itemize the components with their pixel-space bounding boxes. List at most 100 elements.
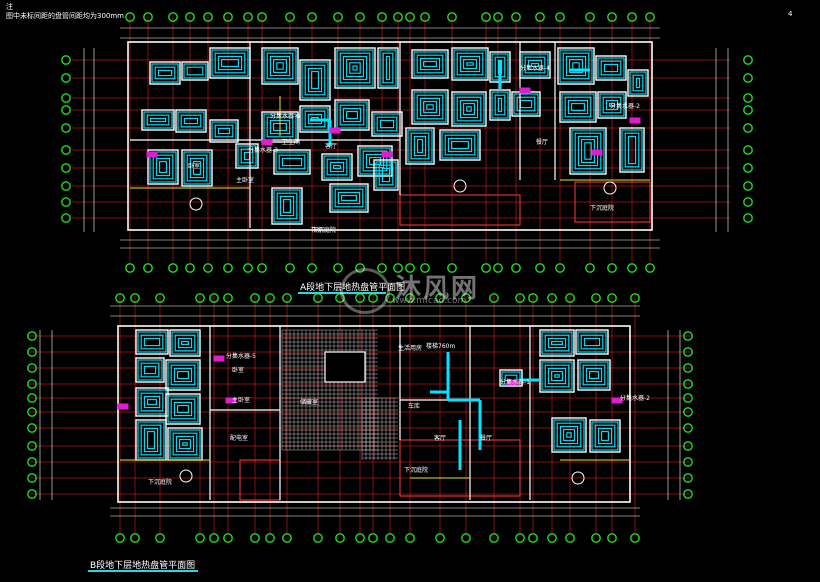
heating-loop xyxy=(556,422,582,448)
heating-loop xyxy=(326,158,348,176)
heating-loop xyxy=(307,67,323,93)
heating-loop xyxy=(349,62,361,74)
manifold-icon xyxy=(591,149,603,156)
axis-bubble xyxy=(420,263,430,273)
heating-loop xyxy=(140,392,164,412)
room-label-a: 餐厅 xyxy=(536,138,548,146)
heating-loop xyxy=(423,61,437,67)
axis-bubble xyxy=(143,263,153,273)
heating-coil-a xyxy=(405,127,435,165)
room-wall xyxy=(147,149,179,185)
heating-loop xyxy=(333,165,341,169)
heating-loop xyxy=(591,421,619,451)
manifold-icon xyxy=(611,397,623,404)
room-wall xyxy=(334,99,370,131)
heating-loop xyxy=(589,371,599,379)
heating-loop xyxy=(419,97,441,117)
heating-coil-b xyxy=(167,427,203,461)
note-text: 图中未标间距的盘管间距均为300mm xyxy=(6,12,124,20)
axis-bubble xyxy=(61,55,71,65)
room-label-b: 车库 xyxy=(408,402,420,410)
axis-bubble xyxy=(630,293,640,303)
heating-loop xyxy=(339,104,365,126)
heating-coil-b xyxy=(169,329,201,357)
axis-bubble xyxy=(607,293,617,303)
axis-bubble xyxy=(203,263,213,273)
axis-bubble xyxy=(285,12,295,22)
room-label-a: 客厅 xyxy=(325,142,337,150)
heating-loop xyxy=(491,91,509,119)
axis-bubble xyxy=(405,533,415,543)
heating-loop xyxy=(177,371,189,379)
heating-loop xyxy=(459,99,479,119)
heating-loop xyxy=(183,151,211,185)
axis-bubble xyxy=(683,473,693,483)
building-outline-b xyxy=(117,325,631,503)
axis-bubble xyxy=(461,533,471,543)
axis-bubble xyxy=(143,12,153,22)
heating-loop xyxy=(137,331,167,353)
room-wall xyxy=(235,143,259,169)
axis-bubble xyxy=(683,379,693,389)
plan-b-title-underline xyxy=(88,570,198,572)
room-label-b: 生活用房 xyxy=(398,344,422,352)
heating-loop xyxy=(175,435,195,453)
room-label-a: 分集水器-3 xyxy=(248,146,278,154)
heating-loop xyxy=(159,161,167,173)
axis-bubble xyxy=(335,533,345,543)
axis-bubble xyxy=(627,12,637,22)
axis-bubble xyxy=(489,293,499,303)
room-wall xyxy=(321,153,353,181)
room-wall xyxy=(619,127,645,173)
heating-loop xyxy=(329,161,345,173)
axis-bubble xyxy=(223,533,233,543)
watermark-url: www.mfcad.com xyxy=(392,296,467,306)
room-symbol-icon xyxy=(189,197,203,211)
axis-bubble xyxy=(435,533,445,543)
room-wall xyxy=(405,127,435,165)
heating-loop xyxy=(513,93,539,115)
axis-bubble xyxy=(282,293,292,303)
heating-loop xyxy=(497,97,503,113)
heating-loop xyxy=(565,55,587,77)
heating-loop xyxy=(456,52,484,76)
axis-bubble xyxy=(591,293,601,303)
building-outline-a xyxy=(127,41,653,231)
manifold-icon xyxy=(117,403,129,410)
heating-loop xyxy=(346,59,364,77)
heating-loop xyxy=(580,334,604,350)
corner-mark: 4 xyxy=(788,10,793,18)
heating-loop xyxy=(553,419,585,451)
heating-loop xyxy=(594,424,616,448)
axis-bubble xyxy=(405,12,415,22)
room-label-a: 分集水器-4 xyxy=(520,64,550,72)
manifold-icon xyxy=(381,151,393,158)
heating-coil-a xyxy=(181,61,209,81)
heating-coil-a xyxy=(181,149,213,187)
heating-loop xyxy=(605,99,619,111)
axis-bubble xyxy=(355,12,365,22)
heating-loop xyxy=(554,374,560,378)
axis-bubble xyxy=(27,379,37,389)
axis-bubble xyxy=(168,263,178,273)
axis-bubble xyxy=(195,293,205,303)
heating-loop xyxy=(143,337,161,347)
heating-loop xyxy=(561,93,595,121)
heating-loop xyxy=(179,439,191,449)
axis-bubble xyxy=(683,441,693,451)
heating-loop xyxy=(582,364,606,386)
axis-bubble xyxy=(223,293,233,303)
room-wall xyxy=(141,109,175,131)
heating-loop xyxy=(346,111,358,119)
heating-loop xyxy=(167,361,199,389)
heating-loop xyxy=(336,49,374,87)
room-wall xyxy=(451,47,489,81)
heating-loop xyxy=(564,96,592,118)
heating-coil-a xyxy=(371,111,403,137)
axis-bubble xyxy=(61,123,71,133)
axis-bubble xyxy=(333,263,343,273)
heating-loop xyxy=(632,74,644,92)
room-label-a: 分集水器-2 xyxy=(610,102,640,110)
heating-loop xyxy=(379,119,395,129)
room-wall xyxy=(373,159,399,191)
